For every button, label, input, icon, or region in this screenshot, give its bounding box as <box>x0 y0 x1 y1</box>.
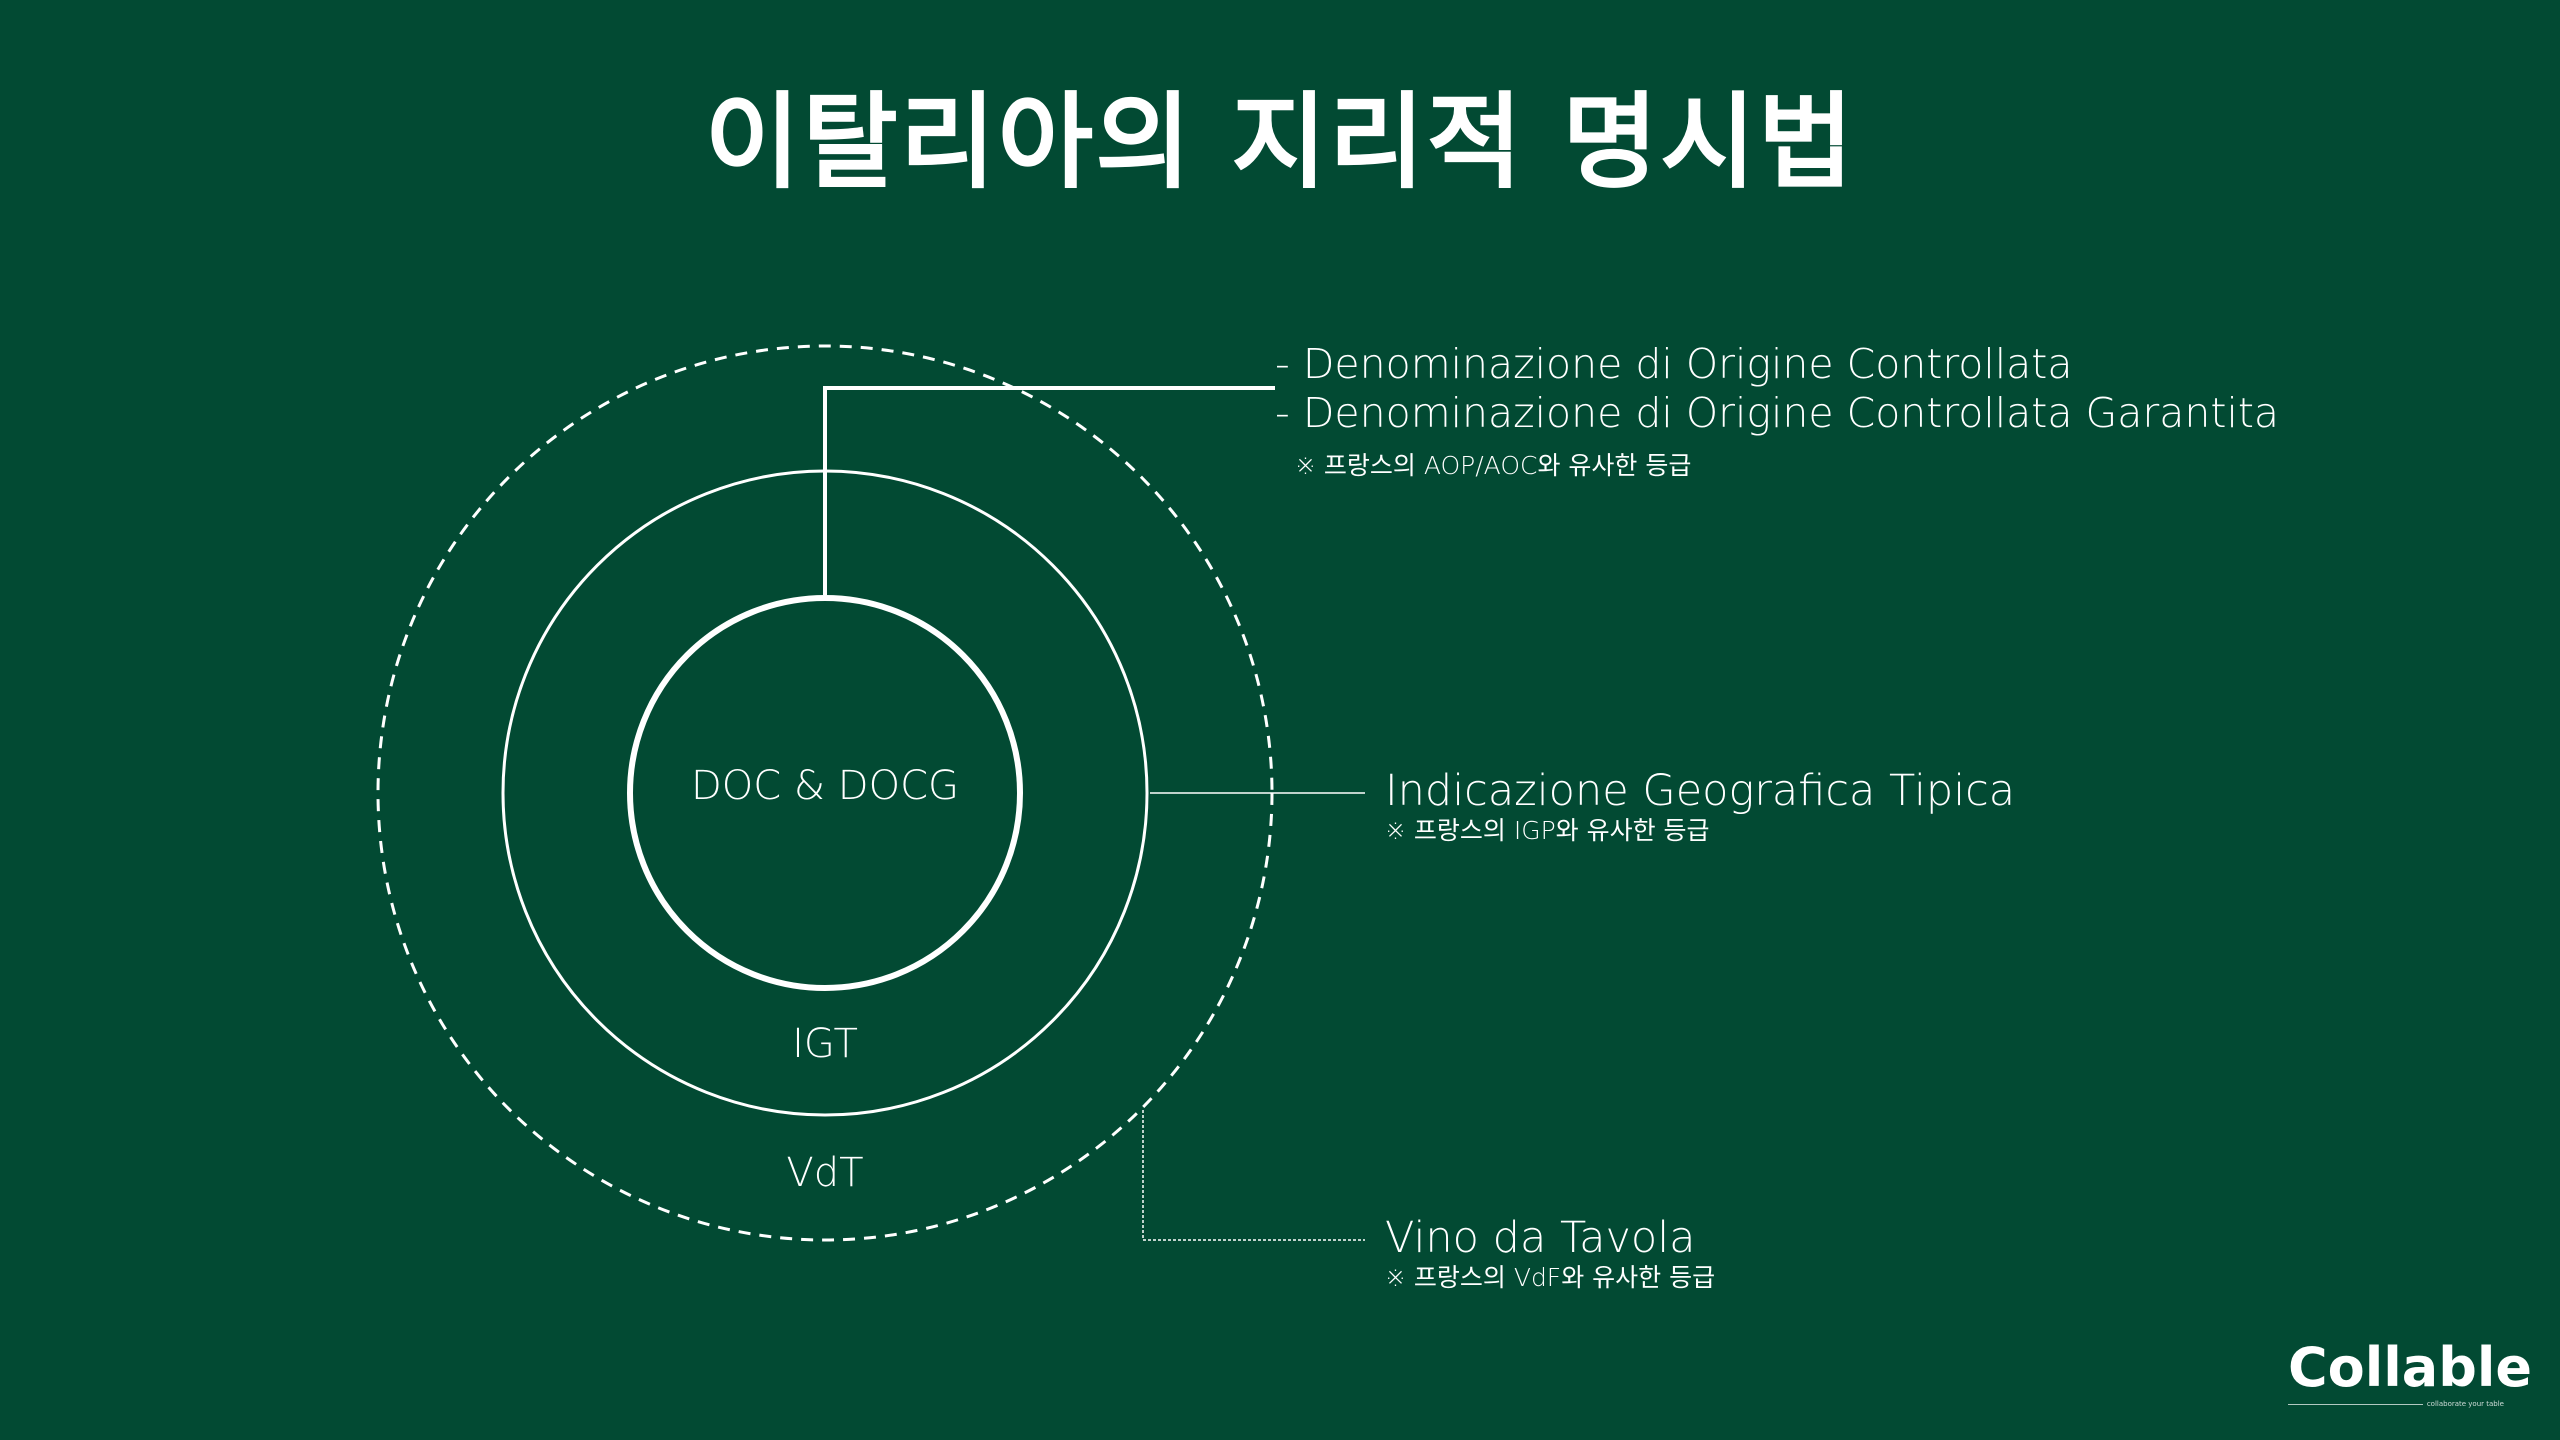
vdt-connector-line <box>1142 1110 1365 1241</box>
vdt-note: ※ 프랑스의 VdF와 유사한 등급 <box>1385 1263 1716 1292</box>
page-title: 이탈리아의 지리적 명시법 <box>704 81 1856 203</box>
brand-name: Collable <box>2288 1336 2532 1399</box>
vdt-description: Vino da Tavola <box>1385 1213 1696 1263</box>
brand-tagline: collaborate your table <box>2426 1400 2504 1408</box>
vdt-label: VdT <box>786 1150 864 1196</box>
doc-connector-line <box>823 386 1275 595</box>
brand-rule <box>2288 1403 2423 1405</box>
igt-description: Indicazione Geografica Tipica <box>1385 766 2016 816</box>
igt-label: IGT <box>792 1021 858 1067</box>
docg-description-line: - Denominazione di Origine Controllata G… <box>1275 389 2280 437</box>
igt-note: ※ 프랑스의 IGP와 유사한 등급 <box>1385 816 1710 845</box>
doc-docg-label: DOC & DOCG <box>690 763 960 809</box>
brand-logo: Collable collaborate your table <box>2288 1336 2532 1408</box>
doc-docg-circle <box>627 595 1023 991</box>
doc-description-line: - Denominazione di Origine Controllata <box>1275 340 2073 388</box>
doc-note: ※ 프랑스의 AOP/AOC와 유사한 등급 <box>1295 451 1692 480</box>
